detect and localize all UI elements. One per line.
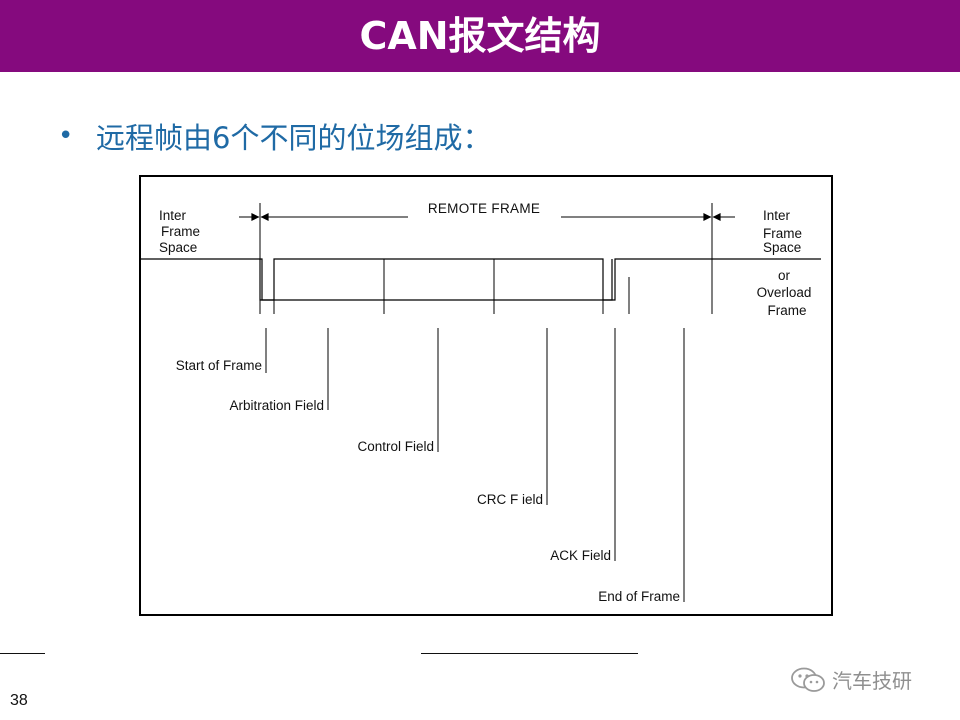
right-space-line-1: Inter	[763, 208, 791, 223]
bullet-text: 远程帧由6个不同的位场组成：	[96, 121, 492, 155]
left-space-line-3: Space	[159, 240, 197, 255]
frame-waveform	[141, 258, 821, 301]
page-number: 38	[10, 692, 28, 709]
slide-title: CAN报文结构	[359, 14, 601, 58]
wechat-icon	[791, 667, 825, 692]
field-label-start-of-frame: Start of Frame	[176, 358, 262, 373]
field-label-control: Control Field	[357, 439, 434, 454]
field-label-end-of-frame: End of Frame	[598, 589, 680, 604]
frame-waveform-recessive	[259, 259, 613, 301]
bullet-dot-icon: •	[58, 121, 74, 151]
right-space-line-3: Space	[763, 240, 801, 255]
left-space-line-1: Inter	[159, 208, 187, 223]
field-label-arbitration: Arbitration Field	[229, 398, 324, 413]
title-bar	[0, 0, 960, 72]
remote-frame-label: REMOTE FRAME	[428, 201, 540, 216]
footer-divider-right	[421, 653, 638, 654]
field-label-crc: CRC F ield	[477, 492, 543, 507]
watermark: 汽车技研	[790, 665, 912, 694]
right-space-line-4: or	[778, 268, 791, 283]
right-space-line-2: Frame	[763, 226, 802, 241]
right-space-line-5: Overload	[757, 285, 812, 300]
bullet-item: • 远程帧由6个不同的位场组成：	[58, 114, 491, 158]
diagram-canvas: Inter Frame Space REMOTE FRAME Inter Fra…	[141, 201, 821, 604]
left-space-line-2: Frame	[161, 224, 200, 239]
right-space-line-6: Frame	[767, 303, 806, 318]
field-label-ack: ACK Field	[550, 548, 611, 563]
watermark-text: 汽车技研	[832, 669, 912, 693]
remote-frame-diagram: Inter Frame Space REMOTE FRAME Inter Fra…	[139, 175, 833, 616]
footer-divider-left	[0, 653, 45, 654]
